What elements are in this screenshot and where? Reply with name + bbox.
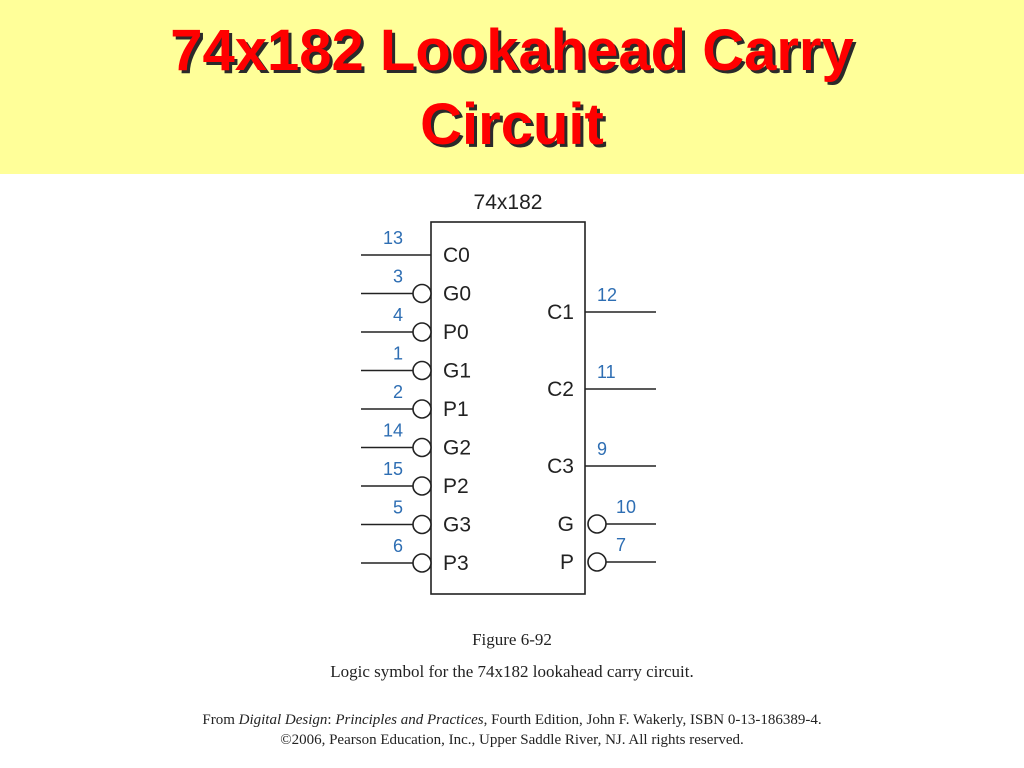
input-pin-g0: 3G0 [361, 267, 471, 306]
pin-label: C1 [547, 301, 574, 324]
input-pin-p0: 4P0 [361, 305, 469, 344]
inversion-bubble [587, 552, 607, 572]
source-credit: From Digital Design: Principles and Prac… [0, 710, 1024, 750]
title-band [0, 0, 1024, 174]
pin-label: G1 [443, 360, 471, 383]
pin-label: C3 [547, 455, 574, 478]
input-pin-p1: 2P1 [361, 382, 469, 421]
pin-number: 7 [616, 535, 626, 555]
inversion-bubble [412, 514, 432, 535]
pin-label: P0 [443, 321, 469, 344]
figure-number: Figure 6-92 [472, 630, 552, 649]
pin-number: 3 [393, 267, 403, 287]
pin-label: P [560, 551, 574, 574]
inversion-bubble [412, 322, 432, 342]
pin-number: 13 [383, 228, 403, 248]
pin-label: G3 [443, 514, 471, 537]
pin-label: C0 [443, 244, 470, 267]
pin-number: 9 [597, 439, 607, 459]
pin-number: 4 [393, 305, 403, 325]
chip-name: 74x182 [474, 191, 543, 214]
credit-copyright: ©2006, Pearson Education, Inc., Upper Sa… [280, 732, 744, 748]
pin-number: 11 [597, 362, 616, 382]
output-pin-p: 7P [560, 535, 656, 574]
input-pin-g3: 5G3 [361, 498, 471, 537]
pin-number: 14 [383, 421, 403, 441]
pin-label: P3 [443, 552, 469, 575]
source-credit-line-1: From Digital Design: Principles and Prac… [0, 710, 1024, 730]
pin-number: 2 [393, 382, 403, 402]
credit-from: From [202, 712, 239, 728]
inversion-bubble [412, 437, 432, 458]
pin-label: P1 [443, 398, 469, 421]
pin-label: P2 [443, 475, 469, 498]
slide-title-line-2: Circuit [420, 92, 604, 157]
credit-colon: : [327, 712, 336, 728]
pin-number: 12 [597, 285, 617, 305]
credit-book-title: Digital Design [238, 712, 328, 728]
pin-label: G2 [443, 437, 471, 460]
figure-description: Logic symbol for the 74x182 lookahead ca… [330, 662, 694, 681]
credit-details: , Fourth Edition, John F. Wakerly, ISBN … [483, 712, 822, 728]
pin-number: 1 [393, 344, 403, 364]
inversion-bubble [412, 553, 432, 573]
credit-book-subtitle: Principles and Practices [335, 712, 484, 728]
inversion-bubble [412, 476, 432, 496]
pin-number: 10 [616, 497, 636, 517]
input-pin-p3: 6P3 [361, 536, 469, 575]
pin-number: 6 [393, 536, 403, 556]
pin-label: C2 [547, 378, 574, 401]
inversion-bubble [412, 360, 432, 381]
output-pin-c3: 9C3 [547, 439, 656, 478]
pin-label: G [558, 513, 574, 536]
inversion-bubble [412, 283, 432, 304]
output-pin-g: 10G [558, 497, 656, 536]
pin-label: G0 [443, 283, 471, 306]
slide-title: 74x182 Lookahead Carry Circuit [0, 14, 1024, 162]
pin-number: 5 [393, 498, 403, 518]
inversion-bubble [412, 399, 432, 419]
inversion-bubble [587, 514, 607, 534]
pin-number: 15 [383, 459, 403, 479]
input-pin-g1: 1G1 [361, 344, 471, 383]
slide-title-line-1: 74x182 Lookahead Carry [170, 18, 854, 83]
